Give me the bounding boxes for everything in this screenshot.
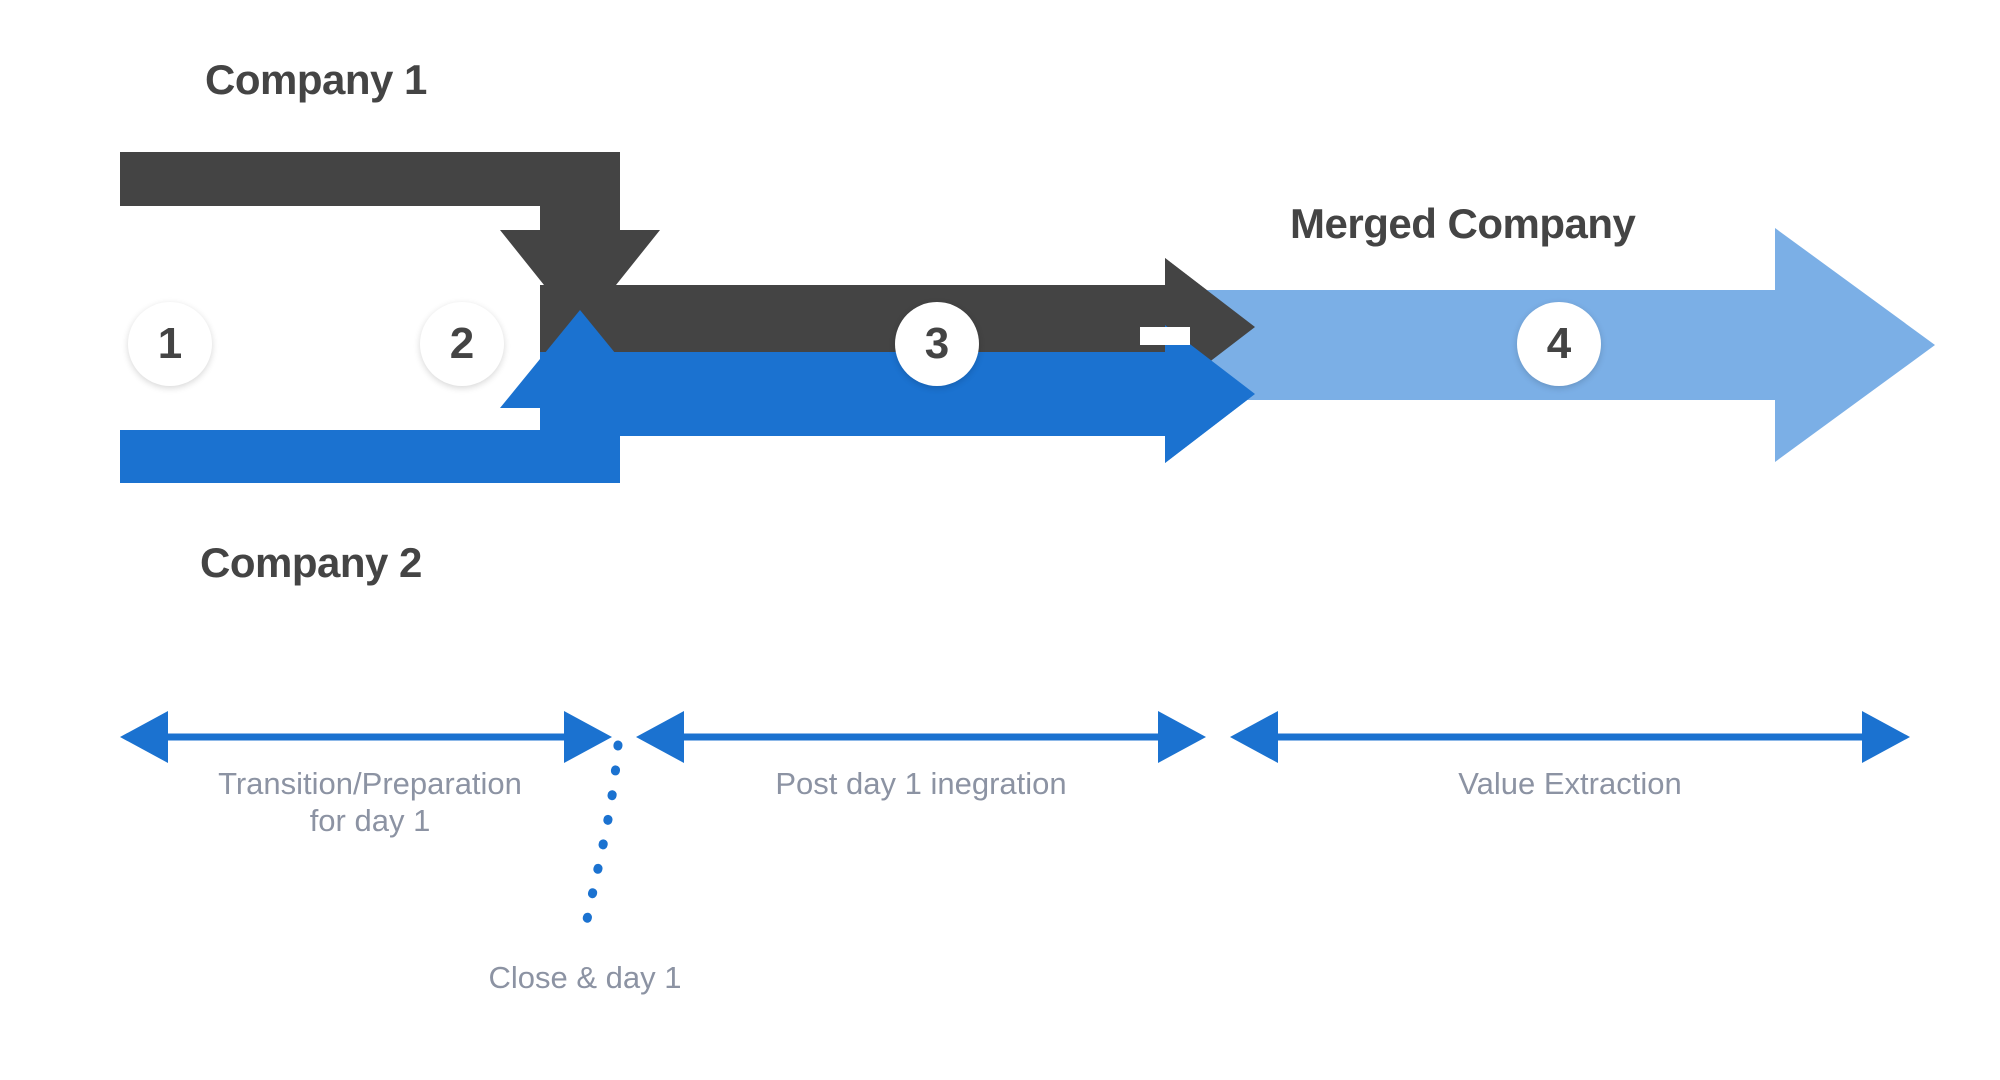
milestone-dotted-leader — [579, 740, 623, 940]
step-badge-3[interactable]: 3 — [895, 302, 979, 386]
milestone-close-day-1-label: Close & day 1 — [488, 960, 682, 995]
timeline-segment-3 — [1230, 711, 1910, 763]
company-1-label: Company 1 — [205, 56, 427, 103]
step-badge-1[interactable]: 1 — [128, 302, 212, 386]
timeline-phase-3-line-1: Value Extraction — [1458, 766, 1682, 801]
timeline-phase-label-3: Value Extraction — [1230, 765, 1910, 802]
timeline-segment-2 — [636, 711, 1206, 763]
timeline-axis — [120, 711, 1910, 940]
timeline-phase-1-line-1: Transition/Preparation — [218, 766, 522, 801]
merged-company-label: Merged Company — [1290, 200, 1636, 247]
timeline-phase-label-2: Post day 1 inegration — [636, 765, 1206, 802]
step-badge-2[interactable]: 2 — [420, 302, 504, 386]
timeline-phase-label-1: Transition/Preparation for day 1 — [120, 765, 620, 839]
timeline-segment-1 — [120, 711, 612, 763]
arrow-gap-separator — [1140, 327, 1190, 345]
company-2-arrowhead-overlay — [1140, 325, 1255, 463]
step-badge-4[interactable]: 4 — [1517, 302, 1601, 386]
timeline-phase-1-line-2: for day 1 — [309, 803, 431, 839]
timeline-phase-2-line-1: Post day 1 inegration — [775, 766, 1067, 801]
company-2-label: Company 2 — [200, 539, 422, 586]
company-2-blue-arrow — [120, 310, 1255, 483]
